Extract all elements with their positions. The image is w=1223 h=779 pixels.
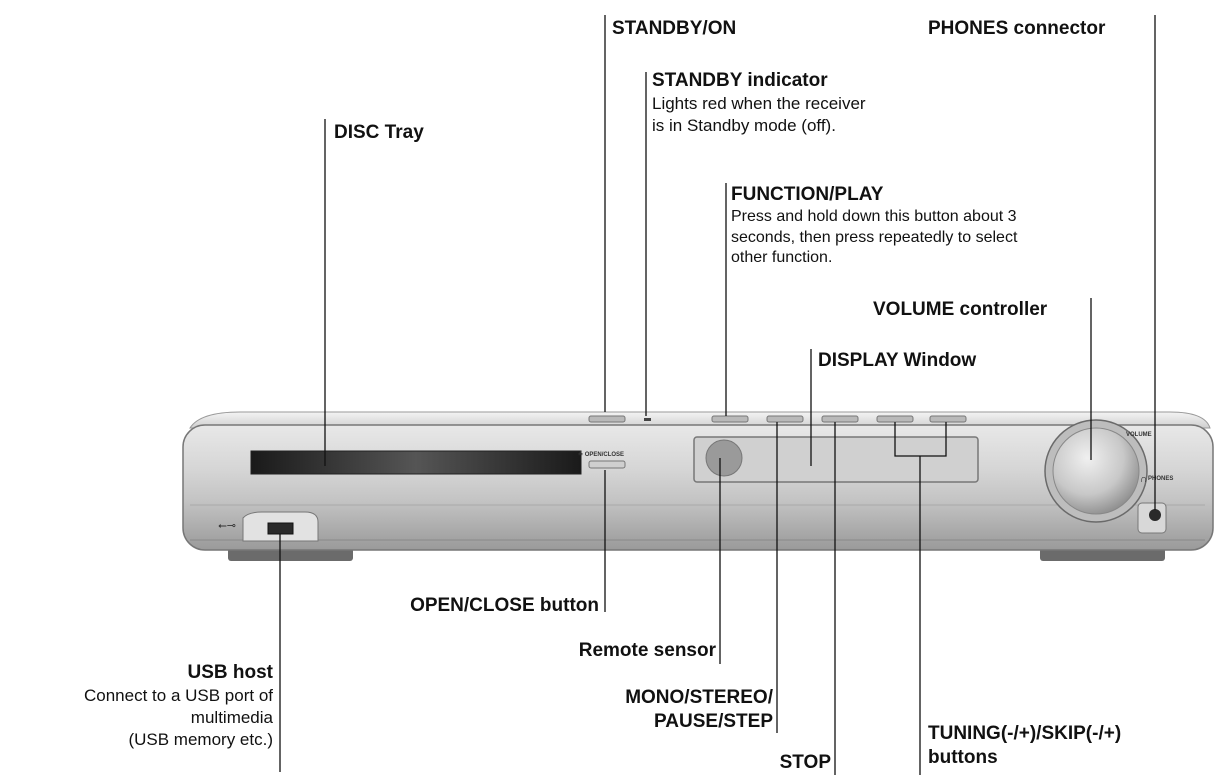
- headphone-icon: ∩: [1140, 474, 1147, 485]
- label-standby-on: STANDBY/ON: [612, 18, 737, 39]
- usb-host-desc-1: Connect to a USB port of: [84, 686, 273, 706]
- function-button: [711, 415, 749, 423]
- standby-indicator-desc-1: Lights red when the receiver: [652, 94, 866, 114]
- function-play-desc-1: Press and hold down this button about 3: [731, 208, 1017, 226]
- usb-host-desc-2: multimedia: [190, 708, 273, 728]
- open-close-panel-button: [588, 460, 626, 469]
- skip-plus-button: [929, 415, 967, 423]
- tuning-skip-line-2: buttons: [928, 747, 998, 769]
- label-disc-tray: DISC Tray: [334, 122, 424, 143]
- label-tuning-skip: TUNING(-/+)/SKIP(-/+) buttons: [928, 722, 1121, 771]
- mono-stereo-line-2: PAUSE/STEP: [654, 711, 773, 733]
- right-foot: [1040, 548, 1165, 561]
- usb-host-desc-3: (USB memory etc.): [128, 729, 273, 749]
- left-foot: [228, 548, 353, 561]
- standby-indicator-desc-2: is in Standby mode (off).: [652, 116, 836, 136]
- usb-host-title: USB host: [187, 662, 274, 683]
- open-close-panel-text: ≜ OPEN/CLOSE: [578, 450, 624, 458]
- label-usb-host: USB host Connect to a USB port of multim…: [84, 661, 273, 751]
- disc-tray: [250, 450, 582, 475]
- label-standby-indicator: STANDBY indicator Lights red when the re…: [652, 69, 866, 137]
- label-volume-controller: VOLUME controller: [873, 299, 1048, 320]
- label-function-play: FUNCTION/PLAY Press and hold down this b…: [731, 183, 1017, 269]
- mono-stereo-line-1: MONO/STEREO/: [625, 687, 773, 708]
- mono-button: [766, 415, 804, 423]
- label-mono-stereo: MONO/STEREO/ PAUSE/STEP: [625, 686, 773, 735]
- label-remote-sensor: Remote sensor: [578, 640, 716, 661]
- phones-panel-text: PHONES: [1148, 476, 1173, 482]
- standby-led: [644, 418, 651, 421]
- standby-button: [588, 415, 626, 423]
- label-phones-connector: PHONES connector: [928, 18, 1106, 39]
- standby-indicator-title: STANDBY indicator: [652, 70, 828, 91]
- volume-knob: [1052, 427, 1140, 515]
- usb-symbol-icon: ⭠⊸: [218, 520, 236, 532]
- display-window: [693, 436, 979, 483]
- function-play-desc-3: other function.: [731, 249, 833, 267]
- phones-jack: [1149, 509, 1161, 521]
- function-play-title: FUNCTION/PLAY: [731, 184, 884, 205]
- label-stop: STOP: [779, 752, 831, 773]
- remote-sensor: [705, 439, 743, 477]
- volume-panel-text: VOLUME: [1126, 432, 1152, 438]
- label-display-window: DISPLAY Window: [818, 350, 977, 371]
- label-open-close-button: OPEN/CLOSE button: [410, 595, 599, 616]
- function-play-desc-2: seconds, then press repeatedly to select: [731, 228, 1018, 246]
- usb-port: [267, 522, 294, 535]
- skip-minus-button: [876, 415, 914, 423]
- tuning-skip-line-1: TUNING(-/+)/SKIP(-/+): [928, 723, 1122, 744]
- stop-button: [821, 415, 859, 423]
